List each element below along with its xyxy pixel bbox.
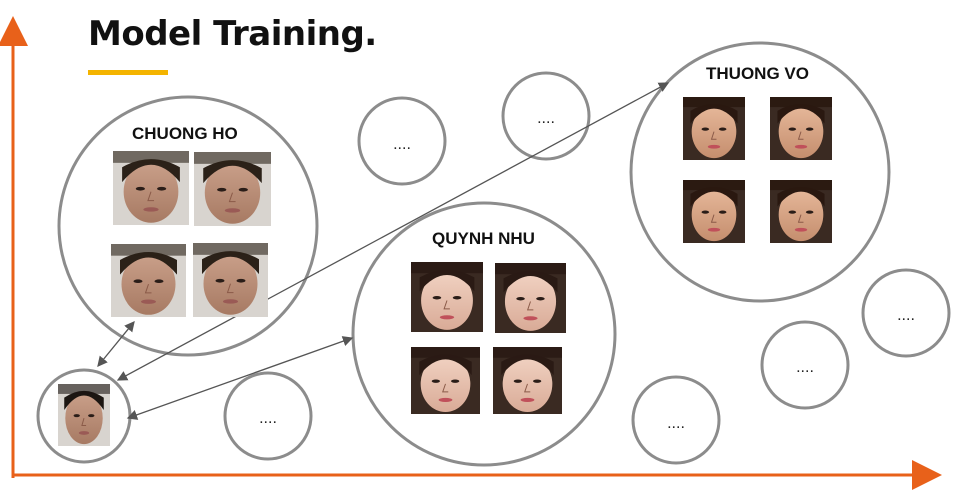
placeholder-circle [861,268,951,358]
face-photo [770,180,832,243]
face-photo [411,262,483,332]
placeholder-circle [760,320,850,410]
page-title: Model Training. [88,14,377,54]
face-photo [770,97,832,160]
cluster-label-quynh-nhu: QUYNH NHU [432,229,535,248]
face-photo [194,152,271,226]
face-photo [111,244,186,317]
placeholder-circle [631,375,721,465]
arrow-to-chuong-ho [97,320,135,368]
face-photo [193,243,268,317]
placeholder-dots: .... [796,359,814,376]
cluster-label-chuong-ho: CHUONG HO [132,124,238,143]
cluster-label-thuong-vo: THUONG VO [706,64,809,83]
face-photo [493,347,562,414]
arrow-to-quynh-nhu [126,336,354,420]
face-photo [113,151,189,225]
placeholder-dots: .... [259,410,277,427]
face-photo [411,347,480,414]
placeholder-dots: .... [897,307,915,324]
placeholder-dots: .... [667,415,685,432]
title-underline [88,70,168,75]
placeholder-dots: .... [393,136,411,153]
placeholder-dots: .... [537,110,555,127]
face-photo [683,97,745,160]
face-photo [683,180,745,243]
arrow-to-thuong-vo [116,82,670,381]
face-photo [495,263,566,333]
query-face-photo [58,384,110,446]
